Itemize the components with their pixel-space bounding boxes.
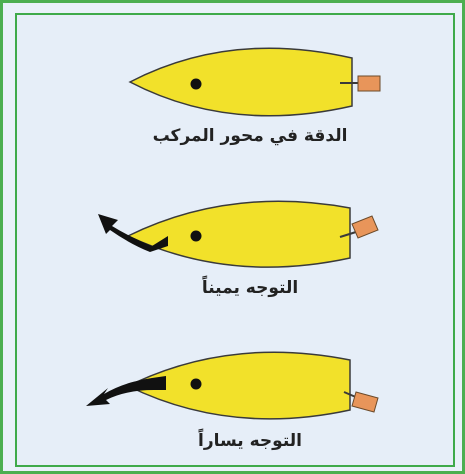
rudder: [352, 392, 378, 412]
boat-hull: [130, 48, 352, 116]
rudder: [352, 216, 378, 238]
boat-turn-right: [98, 201, 378, 267]
caption-turn-left: التوجه يساراً: [120, 431, 380, 451]
mast-dot: [191, 79, 202, 90]
boat-turn-left: [86, 352, 378, 419]
mast-dot: [191, 231, 202, 242]
rudder: [358, 76, 380, 91]
boat-straight: [130, 48, 380, 116]
boat-hull: [128, 201, 350, 267]
caption-turn-right: التوجه يميناً: [120, 278, 380, 298]
caption-straight: الدقة في محور المركب: [120, 126, 380, 146]
mast-dot: [191, 379, 202, 390]
